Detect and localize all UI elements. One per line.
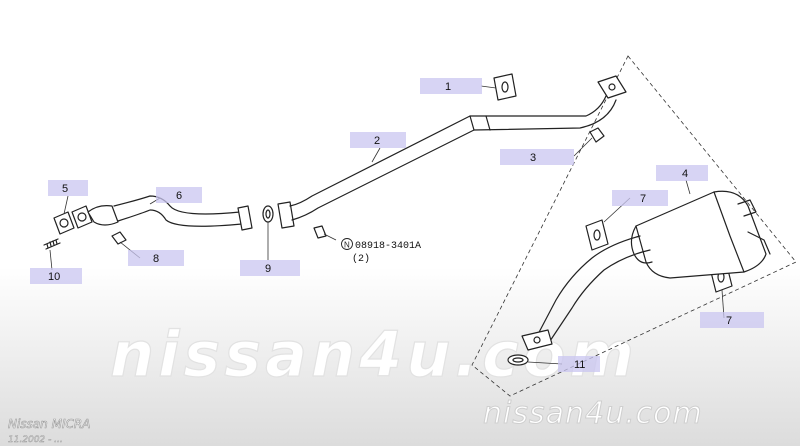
svg-text:10: 10: [48, 271, 60, 283]
svg-text:11: 11: [574, 359, 585, 371]
date-caption: 11.2002 - ...: [8, 435, 63, 445]
part-8-nut: [111, 231, 127, 245]
svg-text:3: 3: [530, 152, 536, 164]
svg-text:4: 4: [682, 168, 688, 180]
callout-7-upper: 7: [612, 190, 668, 206]
part-11-gasket: [507, 354, 529, 366]
svg-text:5: 5: [62, 183, 68, 195]
leader-bolt: [323, 233, 337, 241]
part-3-nut: [589, 127, 605, 143]
part-5-gasket: [53, 211, 75, 235]
callout-4: 4: [656, 165, 708, 181]
leader-5: [63, 195, 69, 215]
leader-11: [527, 361, 563, 365]
rear-section-boundary: [471, 55, 797, 397]
callout-8: 8: [128, 250, 184, 266]
callout-1: 1: [420, 78, 482, 94]
svg-text:N: N: [344, 241, 350, 250]
part-2-center-pipe: [277, 75, 627, 229]
leader-2: [371, 147, 381, 163]
callout-10: 10: [30, 268, 82, 284]
leader-10: [49, 249, 53, 271]
svg-text:8: 8: [153, 253, 159, 265]
leader-1: [480, 85, 497, 89]
svg-text:9: 9: [265, 263, 271, 275]
svg-text:2: 2: [374, 135, 380, 147]
circled-n-icon: [341, 238, 353, 250]
watermark-corner: nissan4u.com: [483, 396, 703, 431]
callout-2: 2: [350, 132, 406, 148]
part-1-mount: [493, 73, 517, 101]
svg-text:6: 6: [176, 190, 182, 202]
watermark-main: nissan4u.com: [110, 318, 638, 391]
svg-text:7: 7: [726, 315, 732, 327]
leader-3: [573, 137, 593, 157]
model-caption: Nissan MICRA: [8, 417, 90, 431]
callout-5: 5: [48, 180, 88, 196]
callout-9: 9: [240, 260, 300, 276]
part-4-muffler: [521, 190, 771, 351]
callout-7-lower: 7: [700, 312, 764, 328]
svg-text:7: 7: [640, 193, 646, 205]
callout-3: 3: [500, 149, 574, 165]
bolt-quantity: (2): [352, 253, 370, 265]
part-9-gasket: [262, 205, 274, 223]
callout-11: 11: [558, 356, 600, 372]
leader-4: [685, 179, 691, 195]
part-10-stud: [43, 238, 61, 250]
bolt-08918-3401A: [313, 225, 327, 239]
part-7-mount-upper: [585, 219, 609, 251]
bolt-note: N 08918-3401A (2): [341, 238, 421, 265]
bolt-part-number: 08918-3401A: [355, 241, 421, 252]
callout-6: 6: [156, 187, 202, 203]
svg-text:1: 1: [445, 81, 451, 93]
